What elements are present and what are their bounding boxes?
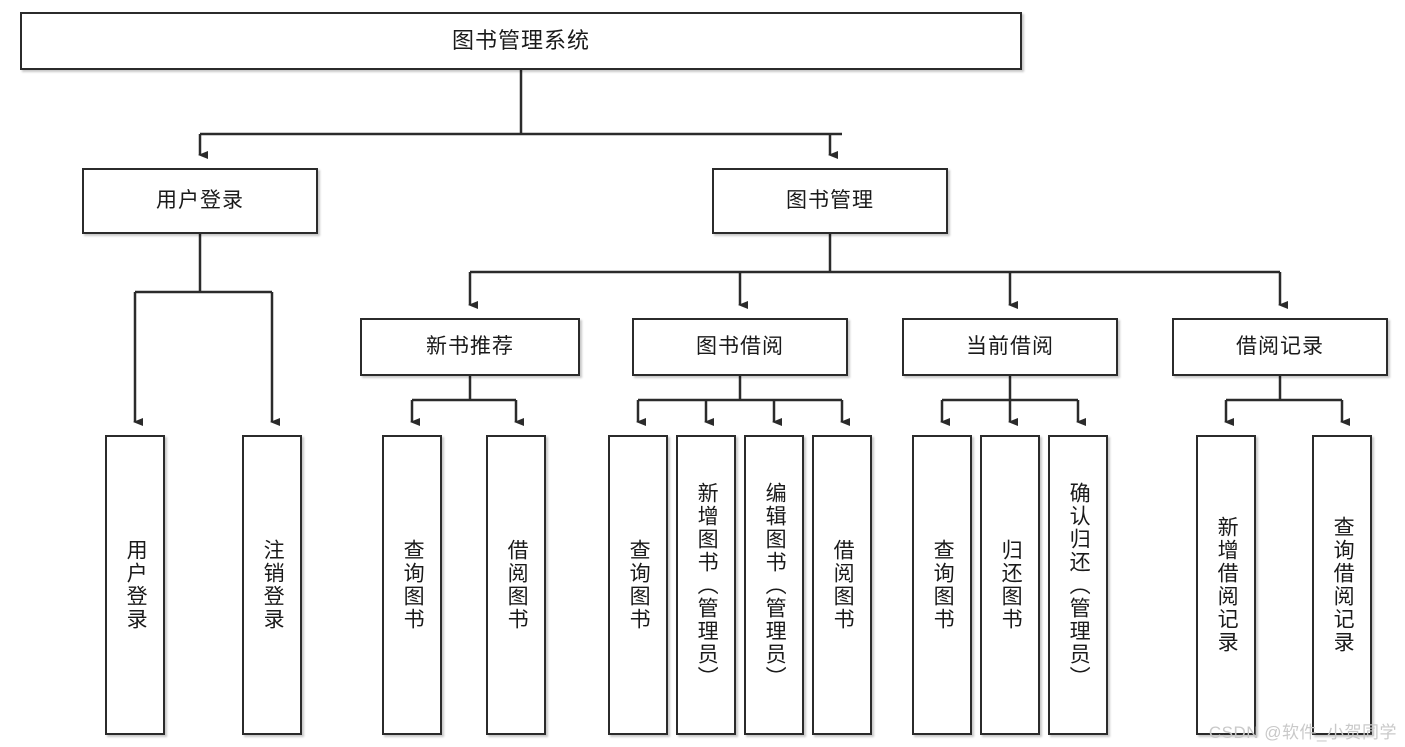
leaf-borrow-book-2[interactable]: 借阅图书 bbox=[812, 435, 872, 735]
leaf-query-book-2[interactable]: 查询图书 bbox=[608, 435, 668, 735]
leaf-borrow-book-1[interactable]: 借阅图书 bbox=[486, 435, 546, 735]
node-new-book-recommendation[interactable]: 新书推荐 bbox=[360, 318, 580, 376]
node-label: 查询图书 bbox=[401, 539, 425, 631]
node-label: 新增借阅记录 bbox=[1215, 516, 1239, 654]
node-label: 用户登录 bbox=[124, 539, 148, 631]
node-label: 查询借阅记录 bbox=[1331, 516, 1355, 654]
leaf-return-book[interactable]: 归还图书 bbox=[980, 435, 1040, 735]
node-label: 归还图书 bbox=[999, 539, 1023, 631]
node-label: 注销登录 bbox=[261, 539, 285, 631]
node-label: 查询图书 bbox=[931, 539, 955, 631]
node-label: 新增图书（管理员） bbox=[695, 481, 719, 689]
leaf-confirm-return-admin[interactable]: 确认归还（管理员） bbox=[1048, 435, 1108, 735]
leaf-query-borrow-record[interactable]: 查询借阅记录 bbox=[1312, 435, 1372, 735]
node-label: 编辑图书（管理员） bbox=[763, 481, 787, 689]
node-label: 当前借阅 bbox=[966, 335, 1054, 359]
csdn-watermark: CSDN @软件_小贺同学 bbox=[1208, 723, 1397, 742]
leaf-user-login[interactable]: 用户登录 bbox=[105, 435, 165, 735]
node-borrow-record[interactable]: 借阅记录 bbox=[1172, 318, 1388, 376]
node-current-borrow[interactable]: 当前借阅 bbox=[902, 318, 1118, 376]
node-label: 借阅图书 bbox=[831, 539, 855, 631]
leaf-edit-book-admin[interactable]: 编辑图书（管理员） bbox=[744, 435, 804, 735]
leaf-logout[interactable]: 注销登录 bbox=[242, 435, 302, 735]
node-book-borrow[interactable]: 图书借阅 bbox=[632, 318, 848, 376]
node-label: 借阅记录 bbox=[1236, 335, 1324, 359]
leaf-query-book-1[interactable]: 查询图书 bbox=[382, 435, 442, 735]
node-label: 图书管理系统 bbox=[451, 27, 590, 53]
node-label: 用户登录 bbox=[156, 189, 244, 213]
node-label: 确认归还（管理员） bbox=[1067, 481, 1091, 689]
node-label: 借阅图书 bbox=[505, 539, 529, 631]
node-label: 图书管理 bbox=[786, 189, 874, 213]
node-label: 图书借阅 bbox=[696, 335, 784, 359]
leaf-query-book-3[interactable]: 查询图书 bbox=[912, 435, 972, 735]
node-label: 新书推荐 bbox=[426, 335, 514, 359]
node-user-login[interactable]: 用户登录 bbox=[82, 168, 318, 234]
leaf-add-borrow-record[interactable]: 新增借阅记录 bbox=[1196, 435, 1256, 735]
leaf-add-book-admin[interactable]: 新增图书（管理员） bbox=[676, 435, 736, 735]
node-book-management[interactable]: 图书管理 bbox=[712, 168, 948, 234]
node-root-book-management-system[interactable]: 图书管理系统 bbox=[20, 12, 1022, 70]
node-label: 查询图书 bbox=[627, 539, 651, 631]
